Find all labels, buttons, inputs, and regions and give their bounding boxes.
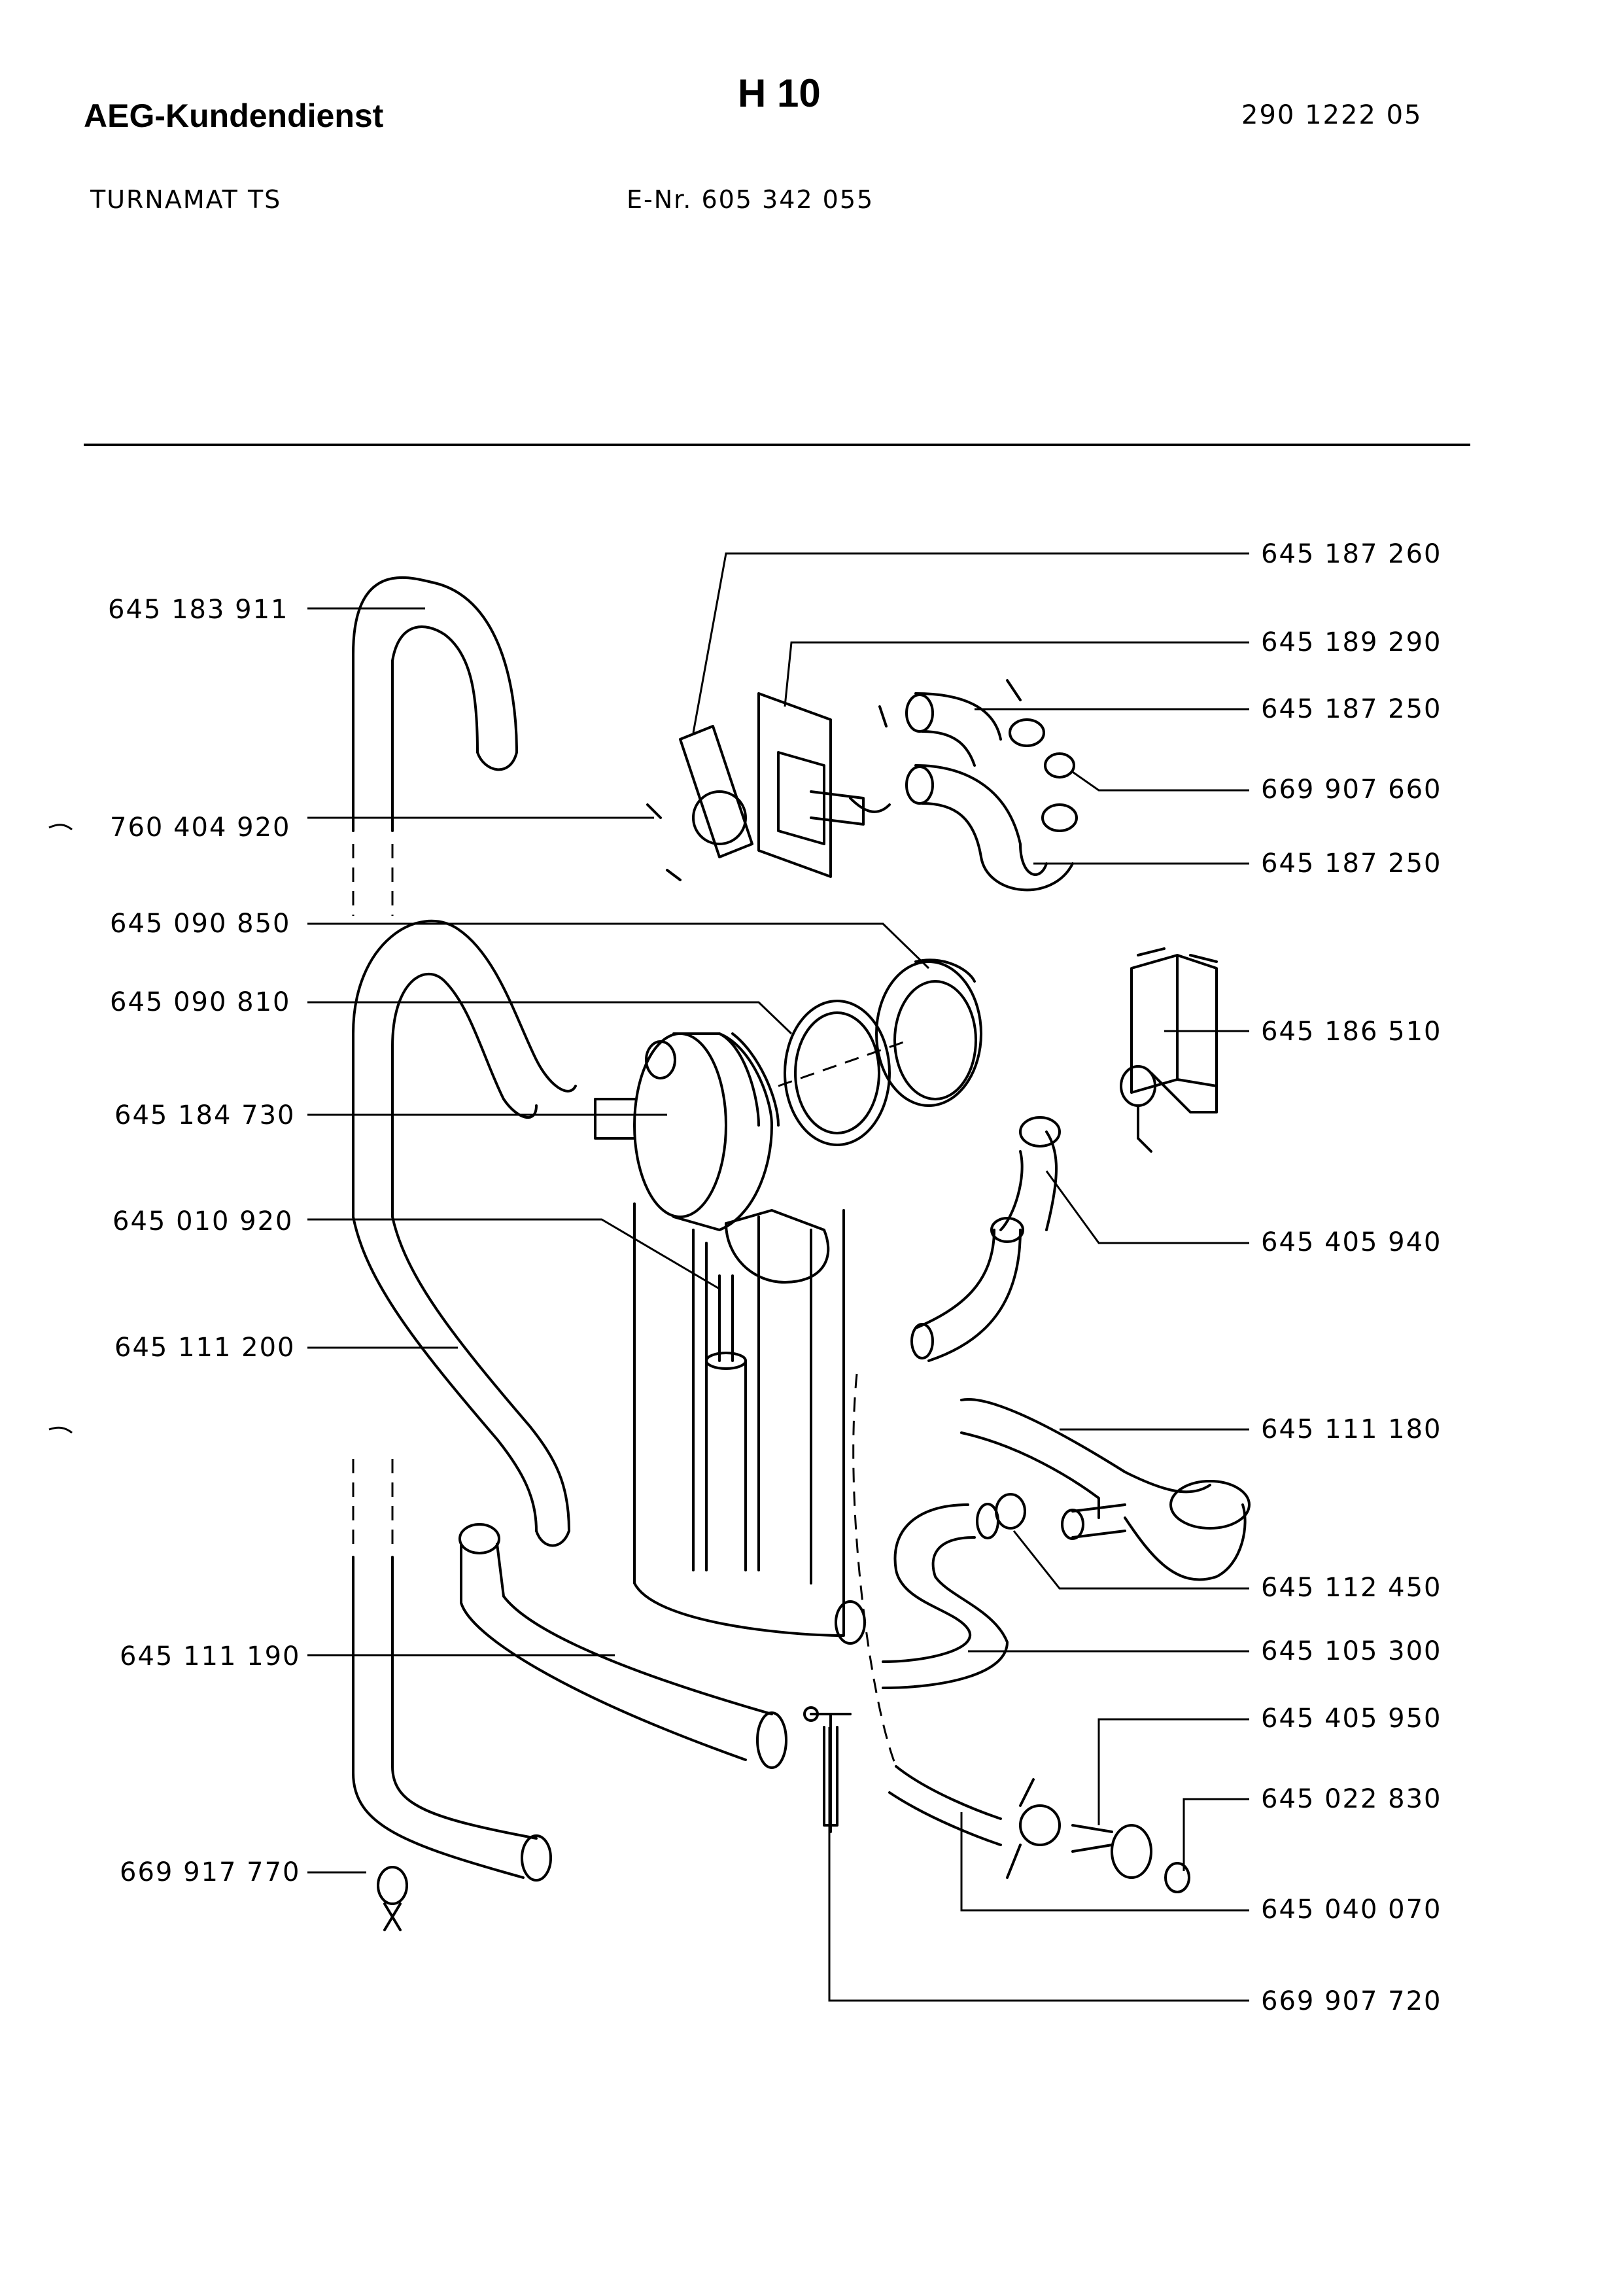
margin-mark <box>48 1426 73 1434</box>
part-label: 669 917 770 <box>120 1857 300 1887</box>
part-labels-right: 645 187 260 645 189 290 645 187 250 669 … <box>1261 539 1442 2016</box>
probe-pin <box>803 1706 852 1833</box>
part-label: 645 040 070 <box>1261 1895 1442 1925</box>
inlet-valve-assembly <box>646 692 891 881</box>
hose-bottom-left <box>352 1556 552 1882</box>
part-label: 645 183 911 <box>108 595 288 625</box>
part-label: 645 187 250 <box>1261 849 1442 879</box>
part-label: 645 187 260 <box>1261 539 1442 569</box>
part-labels-left: 645 183 911 760 404 920 645 090 850 645 … <box>108 595 300 1887</box>
hose-u-top <box>352 576 518 916</box>
part-label: 645 090 850 <box>110 909 290 939</box>
part-label: 669 907 720 <box>1261 1986 1442 2016</box>
part-label: 645 022 830 <box>1261 1784 1442 1814</box>
part-label: 645 184 730 <box>114 1100 295 1130</box>
part-label: 645 189 290 <box>1261 627 1442 657</box>
page-code: H 10 <box>738 71 821 115</box>
solenoid-valve <box>1120 947 1218 1153</box>
part-label: 645 405 950 <box>1261 1704 1442 1734</box>
margin-mark <box>48 824 73 831</box>
part-label: 645 187 250 <box>1261 694 1442 724</box>
long-hose-left <box>352 919 577 1547</box>
part-label: 645 105 300 <box>1261 1636 1442 1666</box>
part-label: 645 186 510 <box>1261 1017 1442 1047</box>
part-label: 645 405 940 <box>1261 1227 1442 1257</box>
document-number: 290 1222 05 <box>1241 100 1423 130</box>
header-divider <box>84 444 1470 446</box>
part-label: 645 111 190 <box>120 1641 300 1672</box>
seal-rings <box>778 958 982 1146</box>
clamp-small <box>377 1866 408 1931</box>
part-label: 645 111 200 <box>114 1333 295 1363</box>
part-label: 760 404 920 <box>110 813 290 843</box>
pipe-bends-upper <box>878 679 1078 892</box>
part-label: 645 112 450 <box>1261 1573 1442 1603</box>
y-hose-right <box>960 1398 1251 1581</box>
part-label: 645 111 180 <box>1261 1414 1442 1445</box>
brand-title: AEG-Kundendienst <box>84 97 384 134</box>
elbow-hose-right <box>910 1116 1061 1362</box>
hose-diagonal-bottom <box>458 1523 787 1769</box>
part-label: 669 907 660 <box>1261 775 1442 805</box>
part-label: 645 010 920 <box>112 1206 293 1236</box>
e-number: E-Nr. 605 342 055 <box>627 185 874 214</box>
s-hose-right <box>882 1503 1009 1689</box>
drain-fitting <box>852 1373 1190 1893</box>
part-label: 645 090 810 <box>110 987 290 1017</box>
model-name: TURNAMAT TS <box>90 185 282 214</box>
level-tube <box>705 1274 747 1571</box>
leader-lines <box>307 552 1249 2002</box>
detergent-dispenser <box>594 1032 866 1645</box>
